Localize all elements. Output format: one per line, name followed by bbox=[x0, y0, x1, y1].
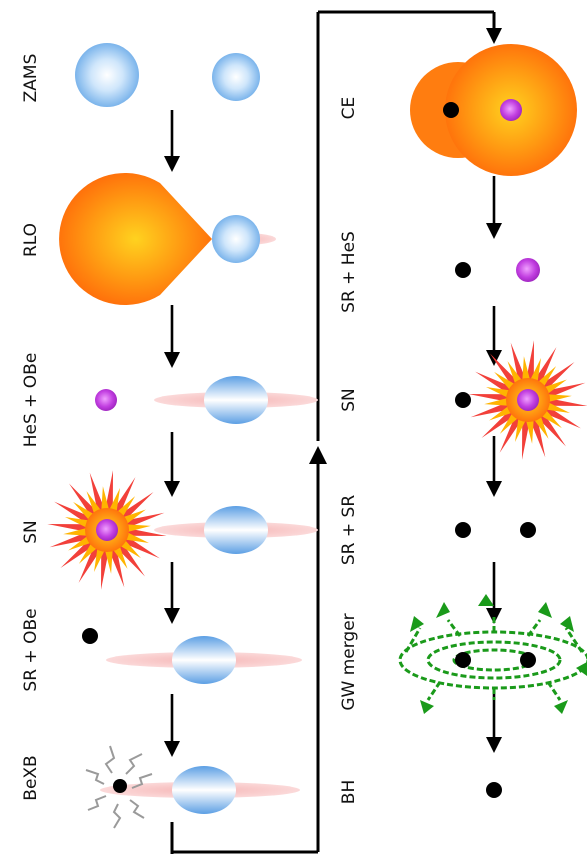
ms-star-icon bbox=[212, 53, 260, 101]
left-column-arrows bbox=[164, 110, 180, 757]
compact-object-icon bbox=[486, 782, 502, 798]
stage-sr-hes-illustration bbox=[455, 258, 540, 282]
be-star-icon bbox=[204, 506, 268, 554]
xray-flash-icon bbox=[85, 745, 153, 829]
stage-label-zams: ZAMS bbox=[21, 54, 41, 103]
arrow-down-icon bbox=[164, 562, 180, 624]
stage-label-rlo: RLO bbox=[21, 223, 41, 257]
arrow-down-icon bbox=[486, 562, 502, 624]
compact-object-icon bbox=[113, 779, 127, 793]
compact-object-icon bbox=[455, 262, 471, 278]
arrow-down-icon bbox=[164, 305, 180, 368]
ms-star-icon bbox=[75, 43, 139, 107]
stage-sr-obe-illustration bbox=[82, 628, 302, 684]
stage-label-sr-sr: SR + SR bbox=[339, 495, 359, 565]
stage-rlo-illustration bbox=[59, 172, 276, 305]
connector-up-arrowhead bbox=[309, 446, 327, 464]
helium-star-icon bbox=[95, 389, 117, 411]
ms-star-icon bbox=[212, 215, 260, 263]
connector-down-arrowhead bbox=[486, 28, 502, 44]
be-star-icon bbox=[172, 636, 236, 684]
stage-label-sn: SN bbox=[21, 520, 41, 544]
compact-object-icon bbox=[443, 102, 459, 118]
stage-label-sn-2: SN bbox=[339, 388, 359, 412]
stage-sn-illustration bbox=[47, 470, 318, 590]
compact-object-icon bbox=[455, 392, 471, 408]
stage-label-hes-obe: HeS + OBe bbox=[21, 353, 41, 448]
stage-label-bexb: BeXB bbox=[21, 755, 41, 800]
compact-object-icon bbox=[455, 652, 471, 668]
column-connector bbox=[170, 10, 502, 854]
compact-object-icon bbox=[82, 628, 98, 644]
stage-hes-obe-illustration bbox=[95, 376, 318, 424]
stage-label-sr-hes: SR + HeS bbox=[339, 231, 359, 313]
stage-gw-merger-illustration bbox=[398, 594, 587, 714]
stage-zams-illustration bbox=[75, 43, 260, 107]
arrow-down-icon bbox=[164, 432, 180, 497]
arrow-down-icon bbox=[486, 436, 502, 497]
arrow-down-icon bbox=[486, 176, 502, 239]
gw-waves-icon bbox=[398, 614, 587, 701]
be-star-icon bbox=[204, 376, 268, 424]
compact-object-icon bbox=[520, 652, 536, 668]
roche-lobe-donor-icon bbox=[59, 172, 213, 305]
stage-sr-sr-illustration bbox=[455, 522, 536, 538]
gw-arrowheads bbox=[410, 594, 587, 714]
compact-object-icon bbox=[520, 522, 536, 538]
right-column-labels: CE SR + HeS SN SR + SR GW merger BH bbox=[339, 97, 359, 805]
supernova-icon bbox=[468, 340, 587, 460]
stage-label-gw-merger: GW merger bbox=[339, 613, 359, 710]
left-column-labels: ZAMS RLO HeS + OBe SN SR + OBe BeXB bbox=[21, 54, 41, 801]
stage-label-bh: BH bbox=[339, 780, 359, 804]
common-envelope-icon bbox=[410, 44, 577, 176]
arrow-down-icon bbox=[486, 306, 502, 366]
arrow-down-icon bbox=[164, 694, 180, 757]
stage-label-sr-obe: SR + OBe bbox=[21, 608, 41, 691]
stage-sn-2-illustration bbox=[455, 340, 587, 460]
stage-label-ce: CE bbox=[339, 97, 359, 120]
arrow-down-icon bbox=[164, 110, 180, 172]
compact-object-icon bbox=[455, 522, 471, 538]
stage-ce-illustration bbox=[410, 44, 577, 176]
stage-bexb-illustration bbox=[85, 745, 300, 829]
right-column-arrows bbox=[486, 176, 502, 753]
helium-core-icon bbox=[500, 99, 522, 121]
supernova-icon bbox=[47, 470, 167, 590]
helium-star-icon bbox=[516, 258, 540, 282]
stage-bh-illustration bbox=[486, 782, 502, 798]
be-star-icon bbox=[172, 766, 236, 814]
